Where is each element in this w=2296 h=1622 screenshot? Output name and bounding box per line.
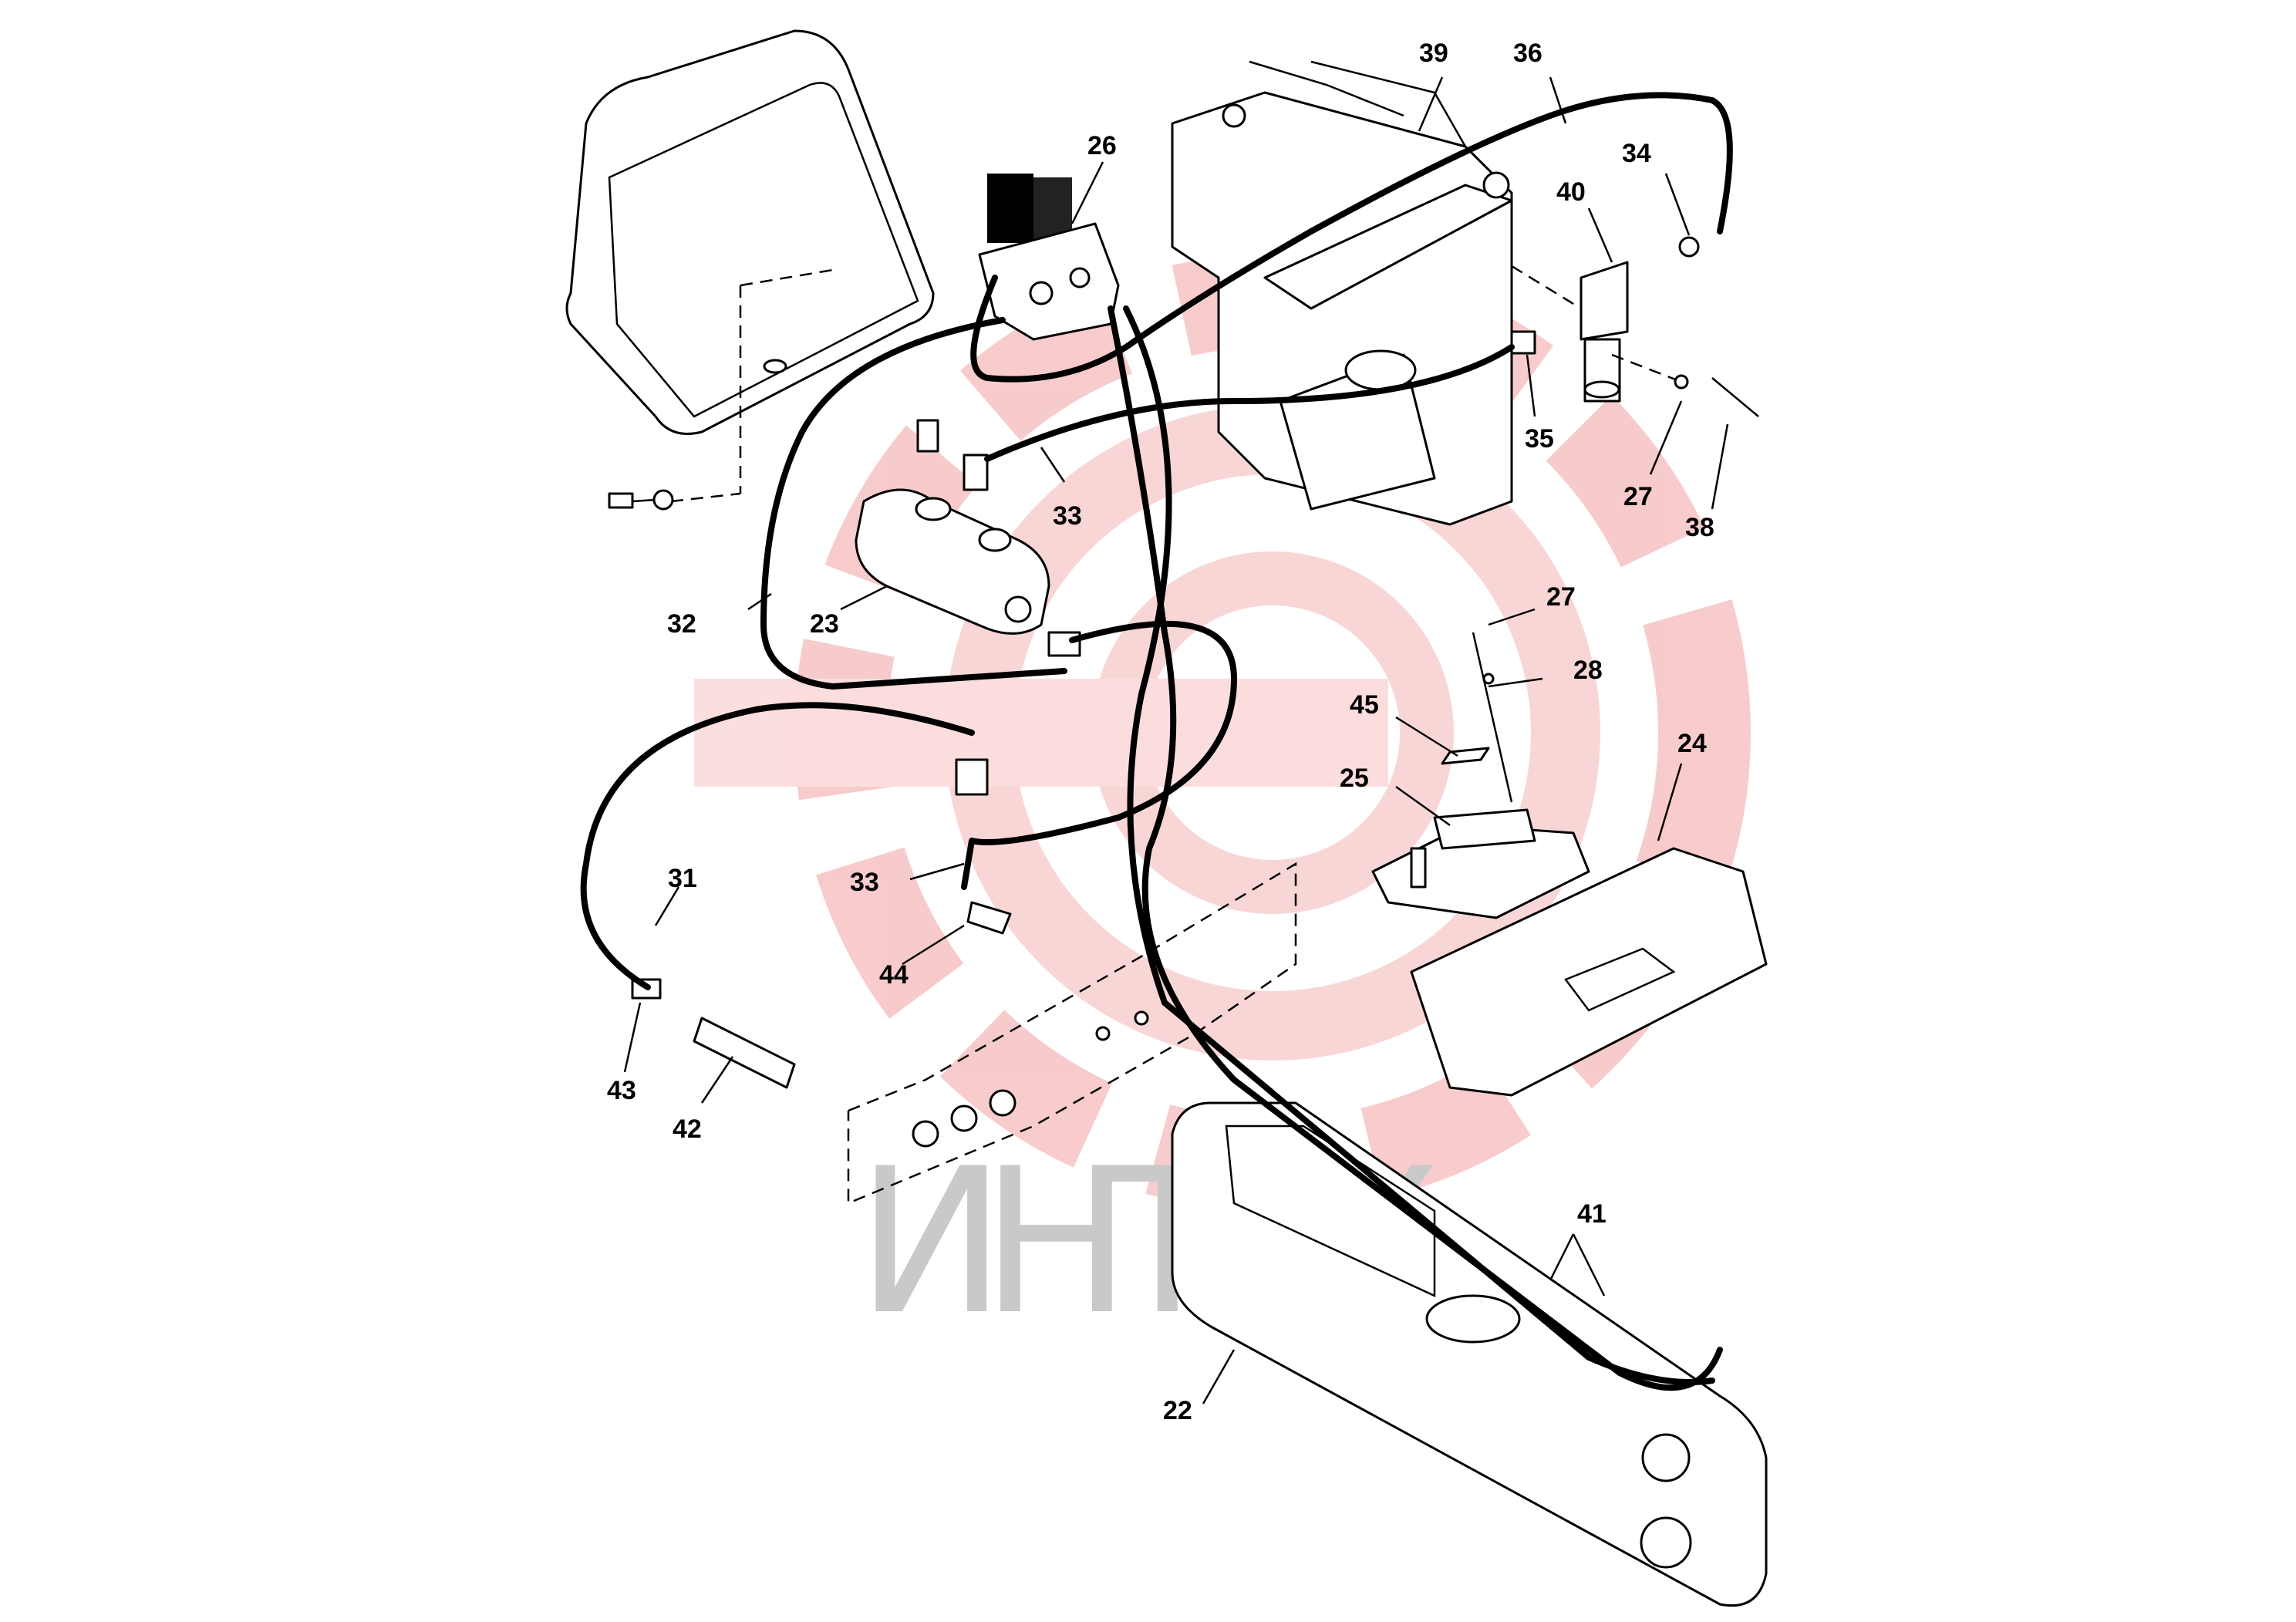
hydraulic-pump — [855, 419, 1081, 796]
callout-41: 41 — [1577, 1199, 1607, 1229]
callout-40: 40 — [1556, 177, 1586, 207]
callout-27-mid: 27 — [1546, 582, 1576, 612]
callout-22: 22 — [1163, 1396, 1192, 1425]
callout-33-top: 33 — [1053, 501, 1082, 531]
callout-23: 23 — [810, 609, 839, 639]
leader-lines — [623, 76, 1729, 1404]
callout-45: 45 — [1350, 690, 1379, 720]
callout-42: 42 — [673, 1114, 702, 1144]
callout-27-top: 27 — [1623, 482, 1653, 511]
bracket-plate — [1371, 632, 1590, 919]
callout-44: 44 — [879, 960, 909, 990]
bolt-washer — [608, 489, 674, 511]
step-plate — [1410, 847, 1768, 1097]
callout-33-bottom: 33 — [850, 868, 879, 897]
protective-cover — [565, 29, 935, 435]
callout-24: 24 — [1677, 729, 1707, 758]
filter-assembly — [1510, 236, 1759, 417]
hydraulic-hoses — [580, 92, 1733, 1391]
callout-38: 38 — [1685, 513, 1714, 542]
callout-25: 25 — [1340, 764, 1369, 793]
callout-26: 26 — [1087, 131, 1117, 160]
frame-bracket — [1171, 60, 1513, 526]
side-plate — [1171, 1101, 1768, 1607]
fittings — [631, 901, 1012, 1089]
callout-36: 36 — [1513, 39, 1542, 68]
callout-31: 31 — [668, 864, 697, 893]
frame-rail-dashed — [847, 862, 1297, 1205]
callout-28: 28 — [1573, 656, 1603, 685]
control-valve — [978, 174, 1120, 341]
dashed-mount-lines — [670, 268, 834, 503]
callout-34: 34 — [1622, 139, 1651, 168]
callout-39: 39 — [1419, 39, 1448, 68]
callout-32: 32 — [667, 609, 696, 639]
callout-35: 35 — [1525, 424, 1554, 454]
callout-43: 43 — [607, 1076, 636, 1105]
